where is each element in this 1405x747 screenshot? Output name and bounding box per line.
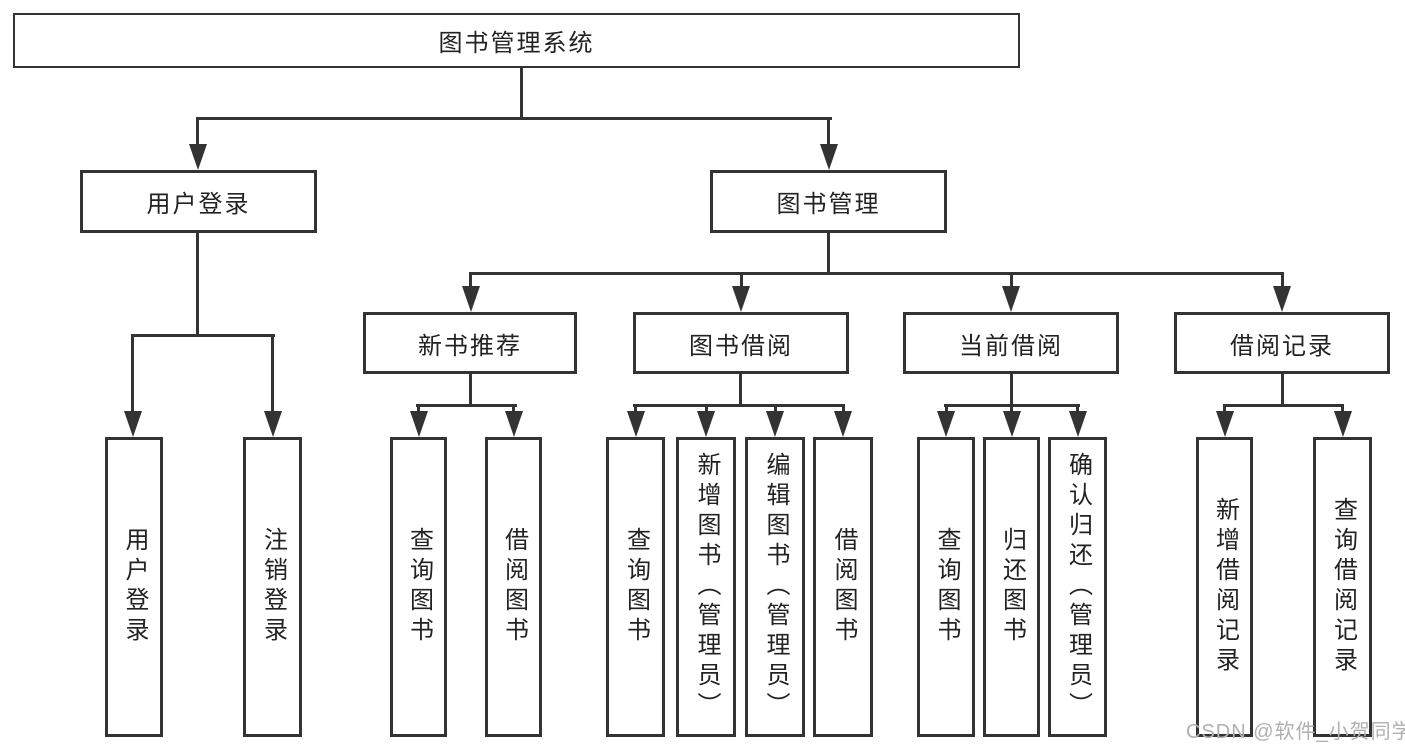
leaf-return-books: 归还图书 [983, 437, 1040, 737]
arrowhead [1334, 411, 1352, 437]
leaf-query-borrow-record: 查询借阅记录 [1313, 437, 1372, 737]
arrowhead [834, 411, 852, 437]
connector-line [469, 272, 1284, 275]
arrowhead [462, 286, 480, 312]
arrowhead [1002, 286, 1020, 312]
arrowhead [189, 144, 207, 170]
leaf-borrow-books: 借阅图书 [813, 437, 873, 737]
connector-line [271, 337, 274, 413]
leaf-query-books-current: 查询图书 [917, 437, 975, 737]
arrowhead [937, 411, 955, 437]
connector-line [520, 68, 523, 118]
leaf-query-books-recommend: 查询图书 [390, 437, 447, 737]
connector-line [469, 275, 472, 288]
connector-line [944, 404, 1080, 407]
connector-line [633, 404, 845, 407]
connector-line [469, 374, 472, 406]
arrowhead [732, 286, 750, 312]
connector-line [417, 406, 420, 413]
arrowhead [697, 411, 715, 437]
connector-line [827, 120, 830, 146]
connector-line [196, 233, 199, 335]
connector-line [774, 406, 777, 413]
watermark-text: CSDN @软件_小贺同学 [1186, 721, 1405, 743]
connector-line [1281, 374, 1284, 406]
node-user-login: 用户登录 [80, 170, 317, 233]
connector-line [512, 406, 515, 413]
connector-line [827, 233, 830, 274]
arrowhead [264, 411, 282, 437]
connector-line [1223, 406, 1226, 413]
connector-line [1281, 275, 1284, 288]
node-book-borrow: 图书借阅 [633, 312, 849, 374]
connector-line [1341, 406, 1344, 413]
leaf-user-login: 用户登录 [105, 437, 163, 737]
connector-line [1076, 406, 1079, 413]
node-book-management: 图书管理 [710, 170, 947, 233]
node-current-borrow: 当前借阅 [903, 312, 1119, 374]
arrowhead [1069, 411, 1087, 437]
node-borrow-records: 借阅记录 [1174, 312, 1390, 374]
leaf-edit-books-admin: 编辑图书（管理员） [745, 437, 805, 737]
arrowhead [410, 411, 428, 437]
arrowhead [820, 144, 838, 170]
arrowhead [627, 411, 645, 437]
leaf-logout: 注销登录 [243, 437, 302, 737]
connector-line [196, 120, 199, 146]
arrowhead [1003, 411, 1021, 437]
connector-line [739, 374, 742, 406]
connector-line [1010, 406, 1013, 413]
leaf-confirm-return-admin: 确认归还（管理员） [1048, 437, 1107, 737]
leaf-borrow-books-recommend: 借阅图书 [485, 437, 542, 737]
node-root: 图书管理系统 [13, 13, 1020, 68]
leaf-query-books-borrow: 查询图书 [606, 437, 665, 737]
connector-line [1223, 404, 1344, 407]
connector-line [131, 334, 275, 337]
arrowhead [766, 411, 784, 437]
connector-line [131, 337, 134, 413]
arrowhead [124, 411, 142, 437]
connector-line [196, 117, 832, 120]
connector-line [1010, 374, 1013, 406]
connector-line [945, 406, 948, 413]
connector-line [634, 406, 637, 413]
node-new-book-recommend: 新书推荐 [363, 312, 577, 374]
arrowhead [1273, 286, 1291, 312]
leaf-add-borrow-record: 新增借阅记录 [1196, 437, 1253, 737]
connector-line [416, 404, 517, 407]
connector-line [842, 406, 845, 413]
connector-line [1010, 275, 1013, 288]
connector-line [740, 275, 743, 288]
connector-line [705, 406, 708, 413]
arrowhead [1216, 411, 1234, 437]
leaf-add-books-admin: 新增图书（管理员） [676, 437, 736, 737]
arrowhead [505, 411, 523, 437]
